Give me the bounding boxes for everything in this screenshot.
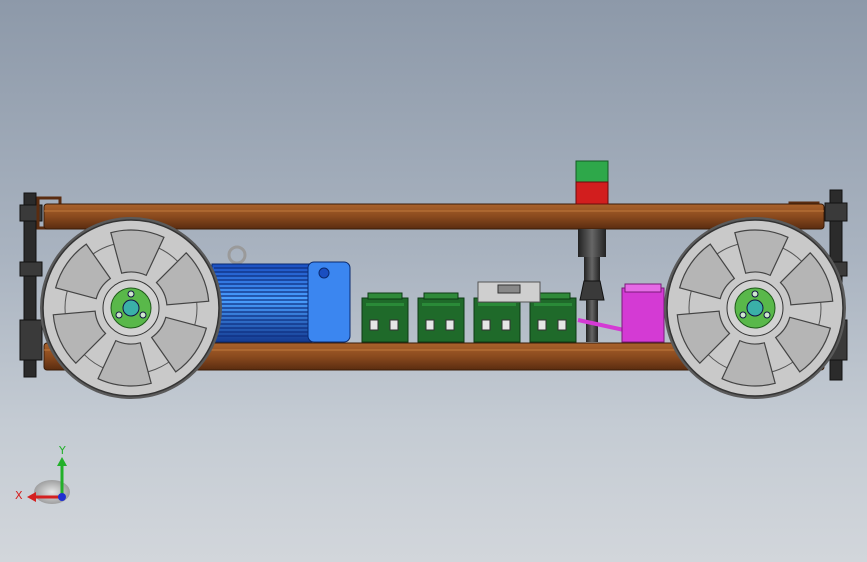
battery-1 (361, 292, 409, 343)
top-frame-rail (43, 203, 825, 230)
y-axis-label: Y (58, 444, 66, 457)
x-axis-label: X (15, 489, 23, 502)
battery-2 (417, 292, 465, 343)
left-wheel (40, 217, 222, 399)
signal-tower (575, 160, 609, 342)
drive-motor (211, 245, 351, 343)
magenta-module (577, 283, 665, 343)
battery-bank (361, 292, 577, 343)
right-wheel (664, 217, 846, 399)
controller-box (477, 281, 541, 303)
battery-4 (529, 292, 577, 343)
z-axis-dot (58, 493, 66, 501)
coordinate-triad: Y X (15, 444, 70, 504)
